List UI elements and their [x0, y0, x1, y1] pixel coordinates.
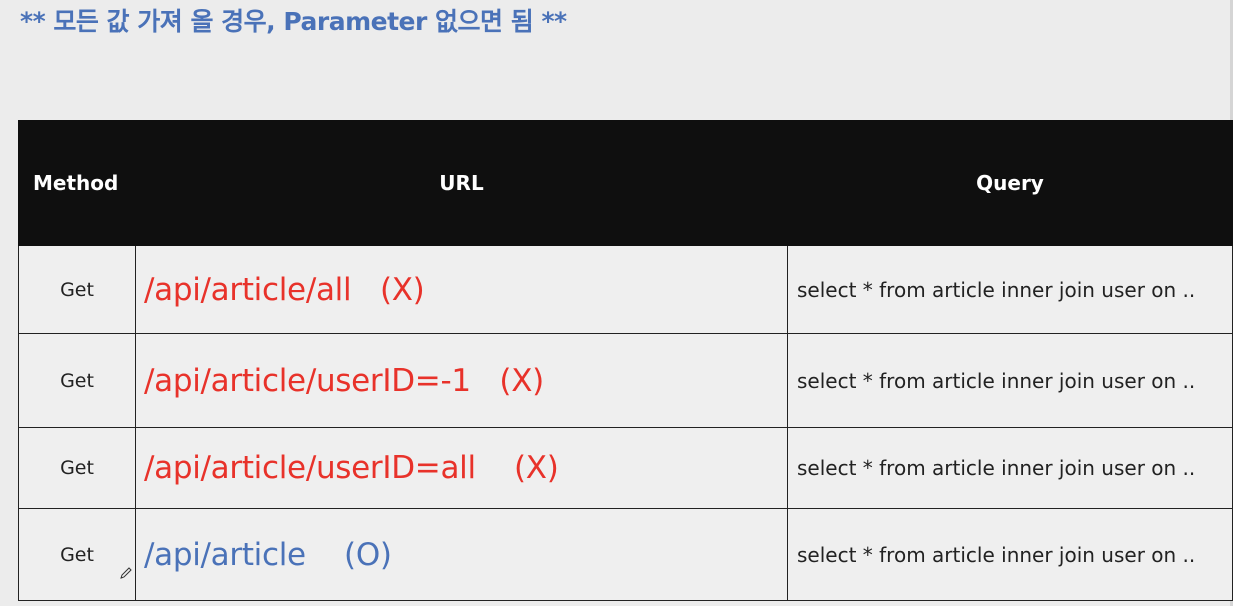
table-row: Get /api/article (O) select * from artic…	[18, 508, 1233, 601]
header-method: Method	[18, 120, 136, 246]
query-cell: select * from article inner join user on…	[787, 427, 1233, 509]
method-label: Get	[60, 543, 94, 566]
method-cell-with-icon: Get	[18, 508, 136, 601]
url-cell: /api/article/all (X)	[135, 245, 788, 334]
header-url: URL	[135, 120, 788, 246]
method-cell: Get	[18, 333, 136, 428]
table-row: Get /api/article/all (X) select * from a…	[18, 245, 1233, 334]
query-cell: select * from article inner join user on…	[787, 333, 1233, 428]
table-header-row: Method URL Query	[18, 120, 1233, 246]
method-cell: Get	[18, 245, 136, 334]
pen-icon	[120, 567, 132, 579]
url-cell: /api/article (O)	[135, 508, 788, 601]
method-cell: Get	[18, 427, 136, 509]
table-row: Get /api/article/userID=all (X) select *…	[18, 427, 1233, 509]
query-cell: select * from article inner join user on…	[787, 245, 1233, 334]
api-table: Method URL Query Get /api/article/all (X…	[18, 120, 1233, 601]
query-cell: select * from article inner join user on…	[787, 508, 1233, 601]
header-query: Query	[787, 120, 1233, 246]
table-row: Get /api/article/userID=-1 (X) select * …	[18, 333, 1233, 428]
url-cell: /api/article/userID=-1 (X)	[135, 333, 788, 428]
page-title: ** 모든 값 가져 올 경우, Parameter 없으면 됨 **	[20, 7, 567, 36]
url-cell: /api/article/userID=all (X)	[135, 427, 788, 509]
